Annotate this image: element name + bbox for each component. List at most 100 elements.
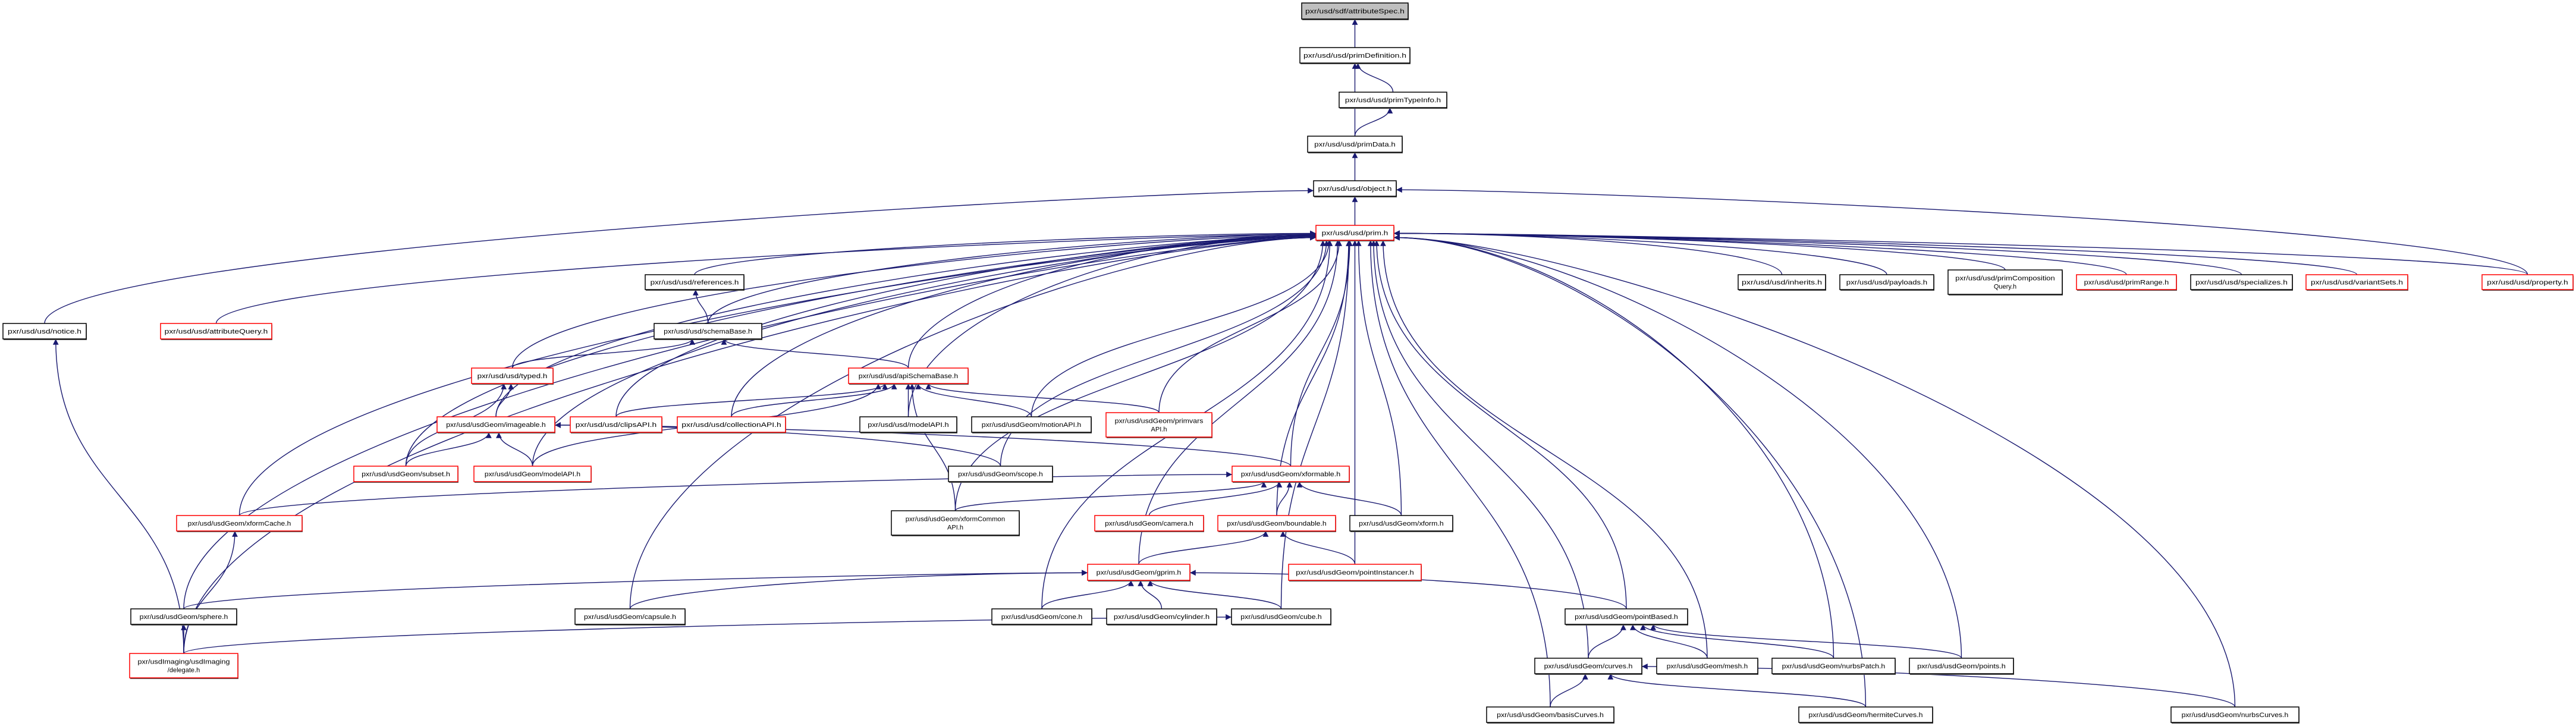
edge-xformable-to-prim bbox=[1290, 240, 1353, 467]
node-label: pxr/usd/usd/prim.h bbox=[1322, 230, 1388, 237]
edge-property-to-prim bbox=[1393, 230, 2528, 275]
node-prim[interactable]: pxr/usd/usd/prim.h bbox=[1315, 225, 1394, 241]
node-cone[interactable]: pxr/usd/usdGeom/cone.h bbox=[991, 608, 1092, 626]
node-label: Query.h bbox=[1994, 284, 2016, 291]
node-primDefinition[interactable]: pxr/usd/usd/primDefinition.h bbox=[1299, 47, 1410, 64]
node-property[interactable]: pxr/usd/usd/property.h bbox=[2481, 274, 2574, 291]
node-references[interactable]: pxr/usd/usd/references.h bbox=[645, 274, 744, 291]
node-label: pxr/usd/usdGeom/hermiteCurves.h bbox=[1808, 712, 1922, 719]
node-capsule[interactable]: pxr/usd/usdGeom/capsule.h bbox=[574, 608, 686, 626]
node-points[interactable]: pxr/usd/usdGeom/points.h bbox=[1909, 658, 2014, 675]
node-box bbox=[1087, 564, 1190, 581]
node-hermiteCurves[interactable]: pxr/usd/usdGeom/hermiteCurves.h bbox=[1798, 706, 1933, 724]
node-mesh[interactable]: pxr/usd/usdGeom/mesh.h bbox=[1656, 658, 1758, 675]
edge-basisCurves-to-prim bbox=[1367, 240, 1551, 708]
edge-imageable-to-typed bbox=[495, 383, 514, 417]
node-box bbox=[1217, 515, 1336, 532]
edge-delegate-to-xformCache bbox=[183, 530, 238, 654]
node-label: pxr/usd/usdGeom/curves.h bbox=[1544, 663, 1633, 670]
node-object[interactable]: pxr/usd/usd/object.h bbox=[1313, 180, 1397, 197]
node-boundable[interactable]: pxr/usd/usdGeom/boundable.h bbox=[1217, 515, 1336, 532]
node-box bbox=[991, 608, 1092, 625]
node-attributeQuery[interactable]: pxr/usd/usd/attributeQuery.h bbox=[160, 323, 272, 340]
edge-mesh-to-pointBased bbox=[1630, 624, 1708, 659]
node-label: pxr/usd/usd/notice.h bbox=[8, 328, 81, 335]
node-label: pxr/usd/usd/primRange.h bbox=[2084, 279, 2169, 287]
edge-hermiteCurves-to-curves bbox=[1607, 673, 1867, 708]
edge-payloads-to-prim bbox=[1393, 230, 1887, 275]
edge-boundable-to-prim bbox=[1276, 240, 1352, 516]
node-modelAPI[interactable]: pxr/usd/usd/modelAPI.h bbox=[859, 416, 957, 433]
edge-layer bbox=[44, 19, 2528, 708]
edge-xform-to-xformable bbox=[1296, 481, 1402, 516]
node-variantSets[interactable]: pxr/usd/usd/variantSets.h bbox=[2305, 274, 2408, 291]
node-label: pxr/usd/usdGeom/imageable.h bbox=[446, 422, 545, 429]
node-xformable[interactable]: pxr/usd/usdGeom/xformable.h bbox=[1232, 466, 1350, 483]
node-imageable[interactable]: pxr/usd/usdGeom/imageable.h bbox=[436, 416, 555, 433]
node-label: pxr/usd/usdGeom/capsule.h bbox=[584, 614, 676, 621]
edge-property-to-object bbox=[1396, 187, 2528, 275]
node-payloads[interactable]: pxr/usd/usd/payloads.h bbox=[1839, 274, 1934, 291]
node-box bbox=[1313, 180, 1397, 197]
edge-geomModelAPI-to-prim bbox=[532, 233, 1317, 467]
node-pointBased[interactable]: pxr/usd/usdGeom/pointBased.h bbox=[1565, 608, 1688, 626]
node-gprim[interactable]: pxr/usd/usdGeom/gprim.h bbox=[1087, 564, 1190, 582]
node-notice[interactable]: pxr/usd/usd/notice.h bbox=[2, 323, 87, 340]
node-label: pxr/usd/usdGeom/basisCurves.h bbox=[1497, 712, 1604, 719]
edge-sphere-to-gprim bbox=[183, 570, 1088, 609]
node-label: pxr/usd/usdGeom/points.h bbox=[1917, 663, 2006, 670]
node-label: pxr/usd/usdGeom/camera.h bbox=[1105, 520, 1193, 527]
edge-hermiteCurves-to-prim bbox=[1393, 234, 1867, 708]
edge-apiSchemaBase-to-prim bbox=[907, 232, 1317, 369]
node-nurbsCurves[interactable]: pxr/usd/usdGeom/nurbsCurves.h bbox=[2170, 706, 2299, 724]
node-collectionAPI[interactable]: pxr/usd/usd/collectionAPI.h bbox=[677, 416, 786, 433]
edge-delegate-to-prim bbox=[183, 234, 1317, 654]
node-label: pxr/usd/usd/clipsAPI.h bbox=[576, 422, 656, 429]
node-cube[interactable]: pxr/usd/usdGeom/cube.h bbox=[1231, 608, 1331, 626]
node-primData[interactable]: pxr/usd/usd/primData.h bbox=[1307, 136, 1403, 153]
node-cylinder[interactable]: pxr/usd/usdGeom/cylinder.h bbox=[1106, 608, 1217, 626]
edge-modelAPI-to-prim bbox=[907, 232, 1317, 417]
node-motionAPI[interactable]: pxr/usd/usdGeom/motionAPI.h bbox=[971, 416, 1092, 433]
node-primTypeInfo[interactable]: pxr/usd/usd/primTypeInfo.h bbox=[1339, 92, 1447, 109]
node-delegate[interactable]: pxr/usdImaging/usdImaging/delegate.h bbox=[129, 653, 238, 679]
node-typed[interactable]: pxr/usd/usd/typed.h bbox=[471, 367, 554, 385]
node-curves[interactable]: pxr/usd/usdGeom/curves.h bbox=[1534, 658, 1642, 675]
edge-primvarsAPI-to-prim bbox=[1158, 240, 1343, 413]
node-scope[interactable]: pxr/usd/usdGeom/scope.h bbox=[948, 466, 1053, 483]
node-camera[interactable]: pxr/usd/usdGeom/camera.h bbox=[1094, 515, 1204, 532]
node-apiSchemaBase[interactable]: pxr/usd/usd/apiSchemaBase.h bbox=[848, 367, 969, 385]
node-box bbox=[1534, 658, 1642, 674]
edge-typed-to-schemaBase bbox=[511, 338, 695, 369]
node-schemaBase[interactable]: pxr/usd/usd/schemaBase.h bbox=[654, 323, 762, 340]
node-nurbsPatch[interactable]: pxr/usd/usdGeom/nurbsPatch.h bbox=[1771, 658, 1896, 675]
node-inherits[interactable]: pxr/usd/usd/inherits.h bbox=[1738, 274, 1826, 291]
edge-xformCommonAPI-to-xformable bbox=[954, 481, 1267, 511]
node-label: pxr/usd/usdGeom/xformable.h bbox=[1241, 471, 1340, 478]
node-xform[interactable]: pxr/usd/usdGeom/xform.h bbox=[1349, 515, 1453, 532]
node-geomModelAPI[interactable]: pxr/usd/usdGeom/modelAPI.h bbox=[473, 466, 592, 483]
node-label: pxr/usd/usdGeom/nurbsCurves.h bbox=[2182, 712, 2289, 719]
edge-cube-to-gprim bbox=[1147, 580, 1282, 609]
node-subset[interactable]: pxr/usd/usdGeom/subset.h bbox=[353, 466, 458, 483]
node-clipsAPI[interactable]: pxr/usd/usd/clipsAPI.h bbox=[570, 416, 662, 433]
node-pointInstancer[interactable]: pxr/usd/usdGeom/pointInstancer.h bbox=[1288, 564, 1422, 582]
node-label: pxr/usd/usd/object.h bbox=[1318, 186, 1392, 193]
edge-xformCommonAPI-to-apiSchemaBase bbox=[909, 383, 956, 511]
node-label: pxr/usd/usd/specializes.h bbox=[2195, 279, 2288, 287]
node-basisCurves[interactable]: pxr/usd/usdGeom/basisCurves.h bbox=[1486, 706, 1614, 724]
edge-clipsAPI-to-prim bbox=[615, 232, 1317, 417]
edge-subset-to-prim bbox=[405, 233, 1317, 467]
node-specializes[interactable]: pxr/usd/usd/specializes.h bbox=[2190, 274, 2293, 291]
node-attributeSpec[interactable]: pxr/usd/sdf/attributeSpec.h bbox=[1301, 2, 1409, 20]
node-xformCache[interactable]: pxr/usd/usdGeom/xformCache.h bbox=[176, 515, 303, 532]
node-label: pxr/usd/usdGeom/xformCommon bbox=[906, 516, 1005, 523]
node-box bbox=[1288, 564, 1422, 581]
node-label: pxr/usd/usd/primDefinition.h bbox=[1303, 52, 1406, 59]
node-sphere[interactable]: pxr/usd/usdGeom/sphere.h bbox=[130, 608, 237, 626]
node-primRange[interactable]: pxr/usd/usd/primRange.h bbox=[2076, 274, 2177, 291]
edge-xformCache-to-xformable bbox=[238, 472, 1233, 516]
